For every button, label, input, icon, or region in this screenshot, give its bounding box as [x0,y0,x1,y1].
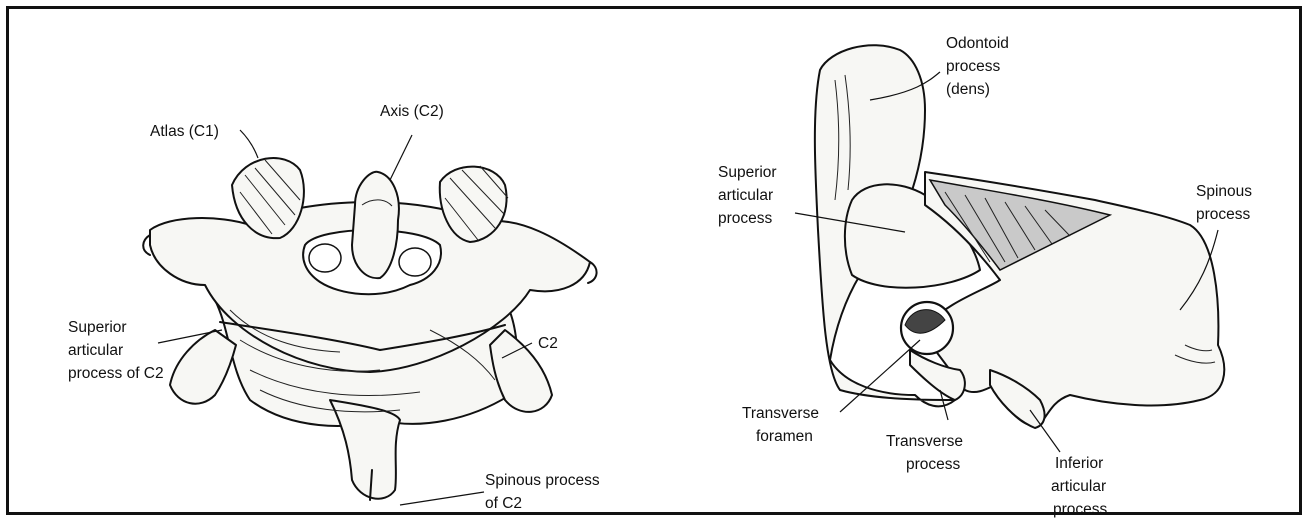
label-c2: C2 [538,335,558,352]
label-axis: Axis (C2) [380,103,444,120]
label-odontoid-1: Odontoid [946,35,1009,52]
label-spinous-1: Spinous process [485,472,600,489]
label-transverse-foramen-1: Transverse [742,405,819,422]
label-right-superior-2: articular [718,187,773,204]
label-transverse-process-1: Transverse [886,433,963,450]
c2-spinous-process-shape [330,400,400,499]
label-transverse-foramen-2: foramen [756,428,813,445]
label-transverse-process-2: process [906,456,961,473]
left-lower-process-shape [170,330,236,404]
label-superior-articular-1: Superior [68,319,127,336]
label-inferior-1: Inferior [1055,455,1103,472]
label-odontoid-3: (dens) [946,81,990,98]
label-odontoid-2: process [946,58,1001,75]
label-inferior-2: articular [1051,478,1106,495]
label-superior-articular-2: articular [68,342,123,359]
atlas-axis-drawing [143,158,596,500]
label-atlas: Atlas (C1) [150,123,219,140]
label-right-superior-3: process [718,210,773,227]
label-inferior-3: process [1053,501,1108,518]
dens-shape [352,172,399,278]
label-spinous-2: of C2 [485,495,522,512]
axis-lateral-drawing [815,45,1224,428]
label-right-spinous-1: Spinous [1196,183,1252,200]
label-right-superior-1: Superior [718,164,777,181]
label-superior-articular-3: process of C2 [68,365,164,382]
label-right-spinous-2: process [1196,206,1251,223]
